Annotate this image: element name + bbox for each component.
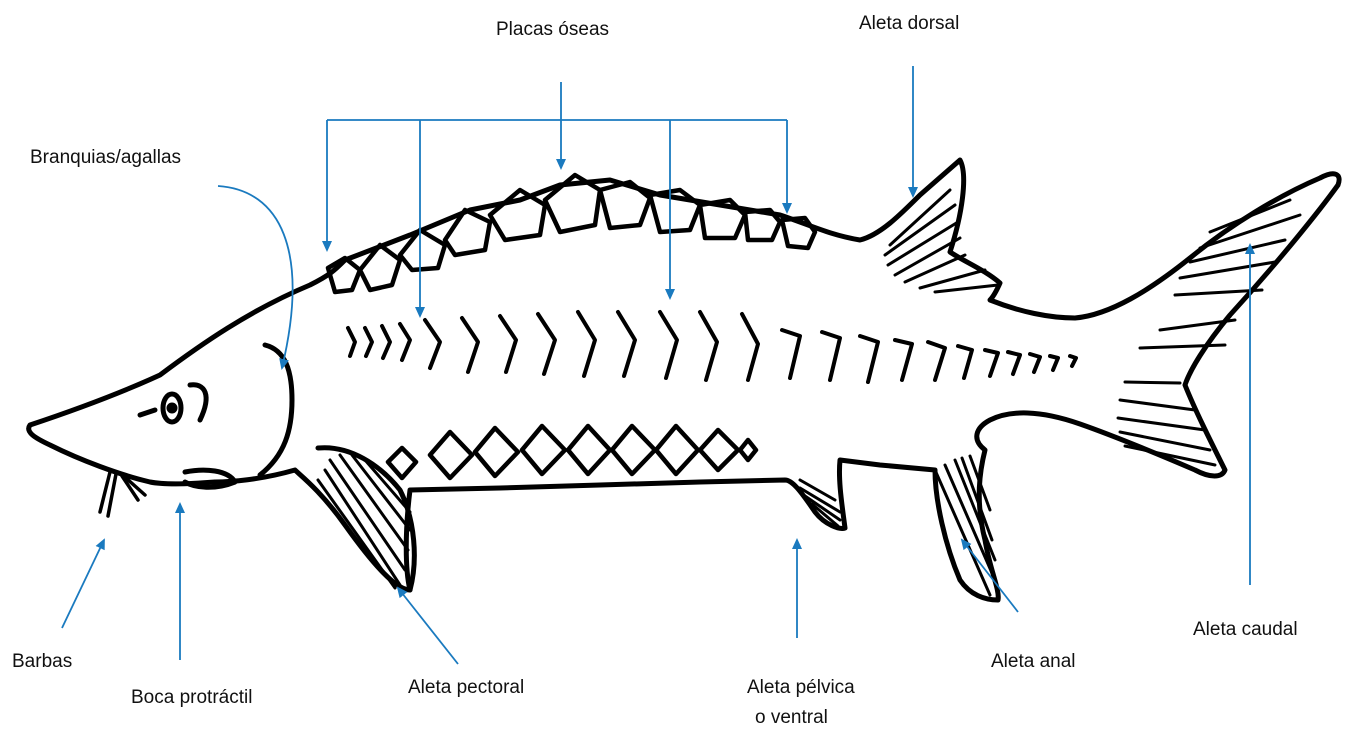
fish-body-outline [29, 160, 1339, 600]
label-aleta-anal: Aleta anal [991, 650, 1076, 674]
dorsal-scutes [328, 175, 815, 292]
dorsal-fin [885, 190, 998, 292]
label-aleta-pectoral: Aleta pectoral [408, 676, 524, 700]
label-barbas: Barbas [12, 650, 72, 674]
label-aleta-ventral: o ventral [755, 706, 828, 730]
caudal-fin [1118, 200, 1300, 465]
label-boca: Boca protráctil [131, 686, 252, 710]
label-placas-oseas: Placas óseas [496, 18, 609, 42]
sturgeon-fish-illustration [29, 160, 1339, 600]
gill-cover [260, 345, 292, 475]
label-aleta-pelvica: Aleta pélvica [747, 676, 855, 700]
ventral-scutes [388, 426, 756, 478]
lateral-scutes [348, 312, 1076, 382]
label-aleta-dorsal: Aleta dorsal [859, 12, 959, 36]
label-aleta-caudal: Aleta caudal [1193, 618, 1298, 642]
label-branquias: Branquias/agallas [30, 146, 181, 170]
